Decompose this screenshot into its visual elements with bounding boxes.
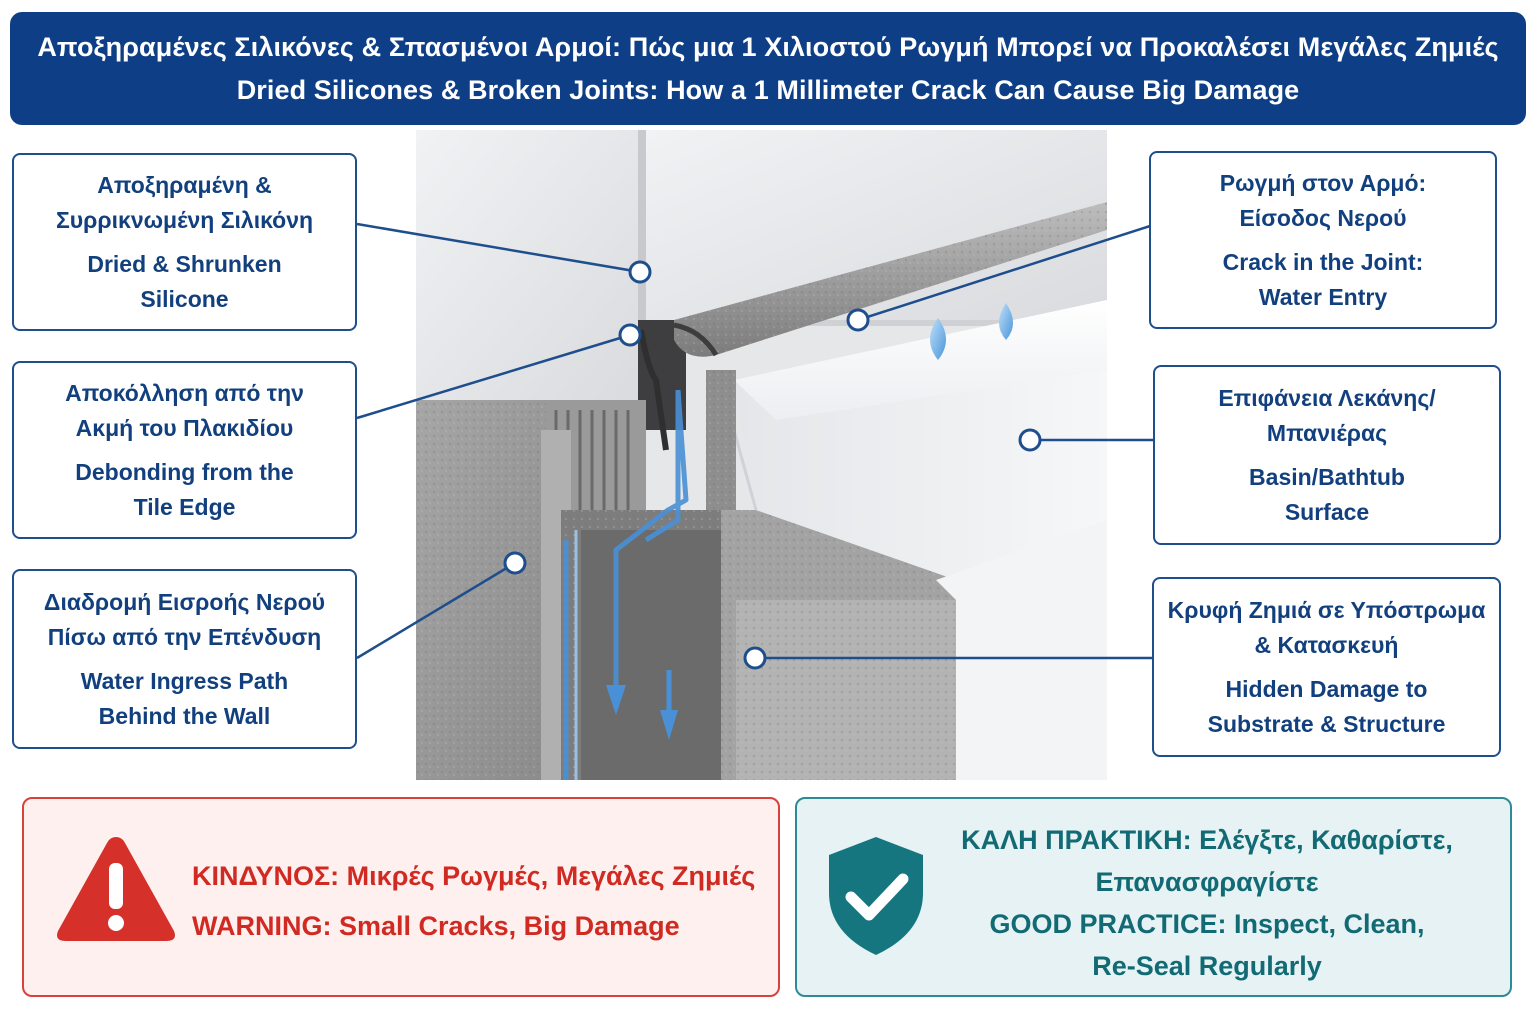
callout-crack-joint-english-2: Water Entry bbox=[1258, 283, 1388, 310]
title-banner: Αποξηραμένες Σιλικόνες & Σπασμένοι Αρμοί… bbox=[10, 12, 1526, 125]
callout-hidden-damage: Κρυφή Ζημιά σε Υπόστρωμα & Κατασκευή Hid… bbox=[1152, 577, 1501, 757]
good-practice-greek-1: ΚΑΛΗ ΠΡΑΚΤΙΚΗ: Ελέγξτε, Καθαρίστε, bbox=[961, 825, 1453, 855]
warning-greek: ΚΙΝΔΥΝΟΣ: Μικρές Ρωγμές, Μεγάλες Ζημιές bbox=[192, 861, 756, 891]
warning-box: ΚΙΝΔΥΝΟΣ: Μικρές Ρωγμές, Μεγάλες Ζημιές … bbox=[22, 797, 780, 997]
callout-hidden-damage-greek-1: Κρυφή Ζημιά σε Υπόστρωμα bbox=[1167, 596, 1486, 623]
callout-dried-silicone-english-1: Dried & Shrunken bbox=[87, 250, 282, 277]
callout-water-path-english-1: Water Ingress Path bbox=[80, 667, 289, 694]
callout-basin-surface-greek-1: Επιφάνεια Λεκάνης/ bbox=[1218, 384, 1436, 411]
callout-dried-silicone: Αποξηραμένη & Συρρικνωμένη Σιλικόνη Drie… bbox=[12, 153, 357, 331]
callout-dried-silicone-english-2: Silicone bbox=[140, 285, 229, 312]
callout-basin-surface-english-2: Surface bbox=[1284, 498, 1370, 525]
warning-triangle-icon bbox=[57, 837, 175, 941]
good-practice-box: ΚΑΛΗ ΠΡΑΚΤΙΚΗ: Ελέγξτε, Καθαρίστε, Επανα… bbox=[795, 797, 1512, 997]
callout-water-path-greek-2: Πίσω από την Επένδυση bbox=[47, 623, 322, 650]
callout-debonding: Αποκόλληση από την Ακμή του Πλακιδίου De… bbox=[12, 361, 357, 539]
callout-crack-joint: Ρωγμή στον Αρμό: Είσοδος Νερού Crack in … bbox=[1149, 151, 1497, 329]
good-practice-text: ΚΑΛΗ ΠΡΑΚΤΙΚΗ: Ελέγξτε, Καθαρίστε, Επανα… bbox=[947, 819, 1467, 987]
callout-debonding-english-2: Tile Edge bbox=[133, 493, 236, 520]
callout-basin-surface-greek-2: Μπανιέρας bbox=[1266, 419, 1388, 446]
callout-basin-surface-english-1: Basin/Bathtub bbox=[1249, 463, 1405, 490]
good-practice-greek-2: Επανασφραγίστε bbox=[1095, 867, 1319, 897]
callout-dried-silicone-greek-1: Αποξηραμένη & bbox=[97, 171, 272, 198]
shield-check-icon bbox=[829, 837, 923, 955]
callout-crack-joint-greek-2: Είσοδος Νερού bbox=[1239, 204, 1407, 231]
callout-crack-joint-greek-1: Ρωγμή στον Αρμό: bbox=[1219, 169, 1427, 196]
good-practice-english-2: Re-Seal Regularly bbox=[1092, 951, 1322, 981]
title-english: Dried Silicones & Broken Joints: How a 1… bbox=[236, 74, 1300, 105]
callout-hidden-damage-english-1: Hidden Damage to bbox=[1225, 675, 1428, 702]
callout-basin-surface: Επιφάνεια Λεκάνης/ Μπανιέρας Basin/Batht… bbox=[1153, 365, 1501, 545]
warning-text: ΚΙΝΔΥΝΟΣ: Μικρές Ρωγμές, Μεγάλες Ζημιές … bbox=[192, 851, 755, 951]
callout-crack-joint-english-1: Crack in the Joint: bbox=[1222, 248, 1424, 275]
title-greek: Αποξηραμένες Σιλικόνες & Σπασμένοι Αρμοί… bbox=[37, 31, 1499, 62]
callout-hidden-damage-greek-2: & Κατασκευή bbox=[1254, 631, 1399, 658]
callout-dried-silicone-greek-2: Συρρικνωμένη Σιλικόνη bbox=[55, 206, 314, 233]
callout-water-path-english-2: Behind the Wall bbox=[98, 702, 271, 729]
good-practice-english-1: GOOD PRACTICE: Inspect, Clean, bbox=[989, 909, 1425, 939]
callout-water-path-greek-1: Διαδρομή Εισροής Νερού bbox=[43, 588, 326, 615]
joint-cross-section-illustration bbox=[416, 130, 1107, 780]
callout-debonding-greek-2: Ακμή του Πλακιδίου bbox=[75, 414, 294, 441]
callout-debonding-english-1: Debonding from the bbox=[75, 458, 294, 485]
callout-hidden-damage-english-2: Substrate & Structure bbox=[1207, 710, 1446, 737]
warning-english: WARNING: Small Cracks, Big Damage bbox=[192, 911, 680, 941]
callout-debonding-greek-1: Αποκόλληση από την bbox=[65, 379, 304, 406]
callout-water-path: Διαδρομή Εισροής Νερού Πίσω από την Επέν… bbox=[12, 569, 357, 749]
